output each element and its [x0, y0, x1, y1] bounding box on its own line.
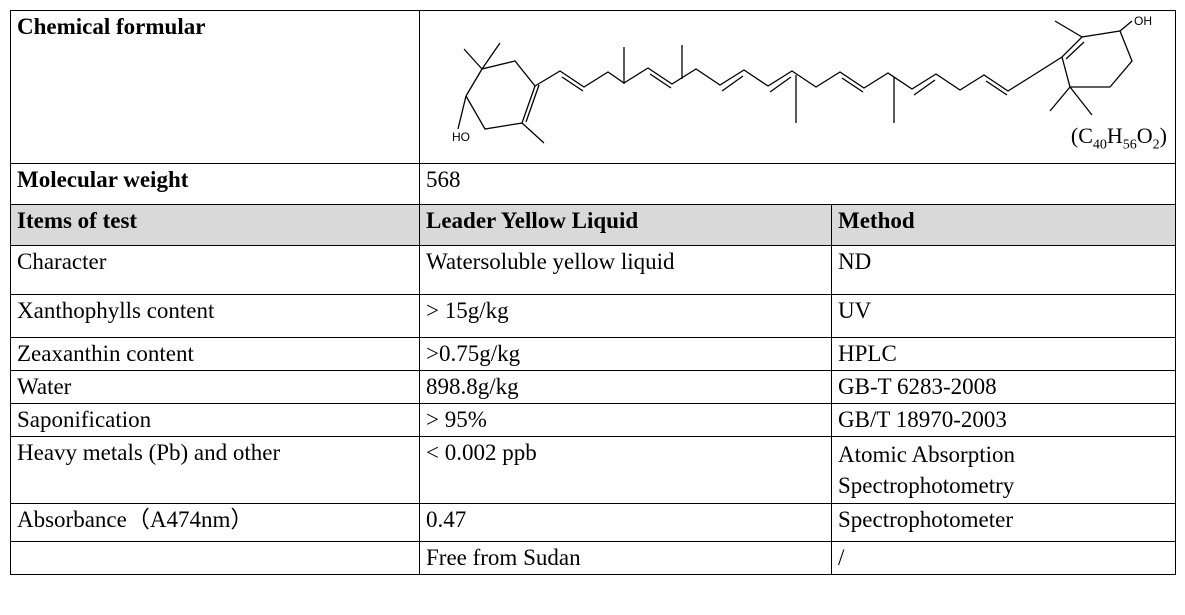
row-item: Heavy metals (Pb) and other: [10, 436, 420, 504]
row-item: Saponification: [10, 403, 420, 437]
zeaxanthin-structure-diagram: HO OH: [452, 14, 1152, 144]
row-method: /: [831, 541, 1176, 575]
row-value: > 15g/kg: [419, 294, 832, 338]
row-item: [10, 541, 420, 575]
table-row: Heavy metals (Pb) and other < 0.002 ppb …: [10, 436, 1176, 504]
molecular-weight-value: 568: [419, 163, 1176, 205]
row-item: Character: [10, 245, 420, 295]
table-row: Absorbance（A474nm） 0.47 Spectrophotomete…: [10, 503, 1176, 542]
row-method: Atomic Absorption Spectrophotometry: [831, 436, 1176, 504]
row-value: 0.47: [419, 503, 832, 542]
row-value: >0.75g/kg: [419, 337, 832, 371]
header-product: Leader Yellow Liquid: [419, 204, 832, 246]
table-row: Water 898.8g/kg GB-T 6283-2008: [10, 370, 1176, 404]
row-value: < 0.002 ppb: [419, 436, 832, 504]
row-item: Absorbance（A474nm）: [10, 503, 420, 542]
structure-cell: HO OH (C40H56O2): [419, 10, 1176, 164]
row-method: GB/T 18970-2003: [831, 403, 1176, 437]
table-row: Xanthophylls content > 15g/kg UV: [10, 294, 1176, 338]
chemical-formula-label: Chemical formular: [10, 10, 420, 164]
table-row: Character Watersoluble yellow liquid ND: [10, 245, 1176, 295]
row-item: Zeaxanthin content: [10, 337, 420, 371]
row-item: Water: [10, 370, 420, 404]
row-value: Free from Sudan: [419, 541, 832, 575]
oh-group-label: OH: [1134, 14, 1152, 28]
row-value: 898.8g/kg: [419, 370, 832, 404]
table-row: Free from Sudan /: [10, 541, 1176, 575]
row-method: UV: [831, 294, 1176, 338]
ho-group-label: HO: [452, 130, 470, 144]
molecular-formula: (C40H56O2): [1070, 122, 1167, 152]
row-value: > 95%: [419, 403, 832, 437]
header-row: Items of test Leader Yellow Liquid Metho…: [10, 204, 1176, 246]
table-row: Zeaxanthin content >0.75g/kg HPLC: [10, 337, 1176, 371]
row-method: GB-T 6283-2008: [831, 370, 1176, 404]
specification-table: Chemical formular: [10, 10, 1176, 575]
header-items: Items of test: [10, 204, 420, 246]
row-method: Spectrophotometer: [831, 503, 1176, 542]
row-method: HPLC: [831, 337, 1176, 371]
row-value: Watersoluble yellow liquid: [419, 245, 832, 295]
molecular-weight-row: Molecular weight 568: [10, 163, 1176, 205]
table-row: Saponification > 95% GB/T 18970-2003: [10, 403, 1176, 437]
formula-row: Chemical formular: [10, 10, 1176, 164]
molecular-weight-label: Molecular weight: [10, 163, 420, 205]
header-method: Method: [831, 204, 1176, 246]
row-item: Xanthophylls content: [10, 294, 420, 338]
row-method: ND: [831, 245, 1176, 295]
